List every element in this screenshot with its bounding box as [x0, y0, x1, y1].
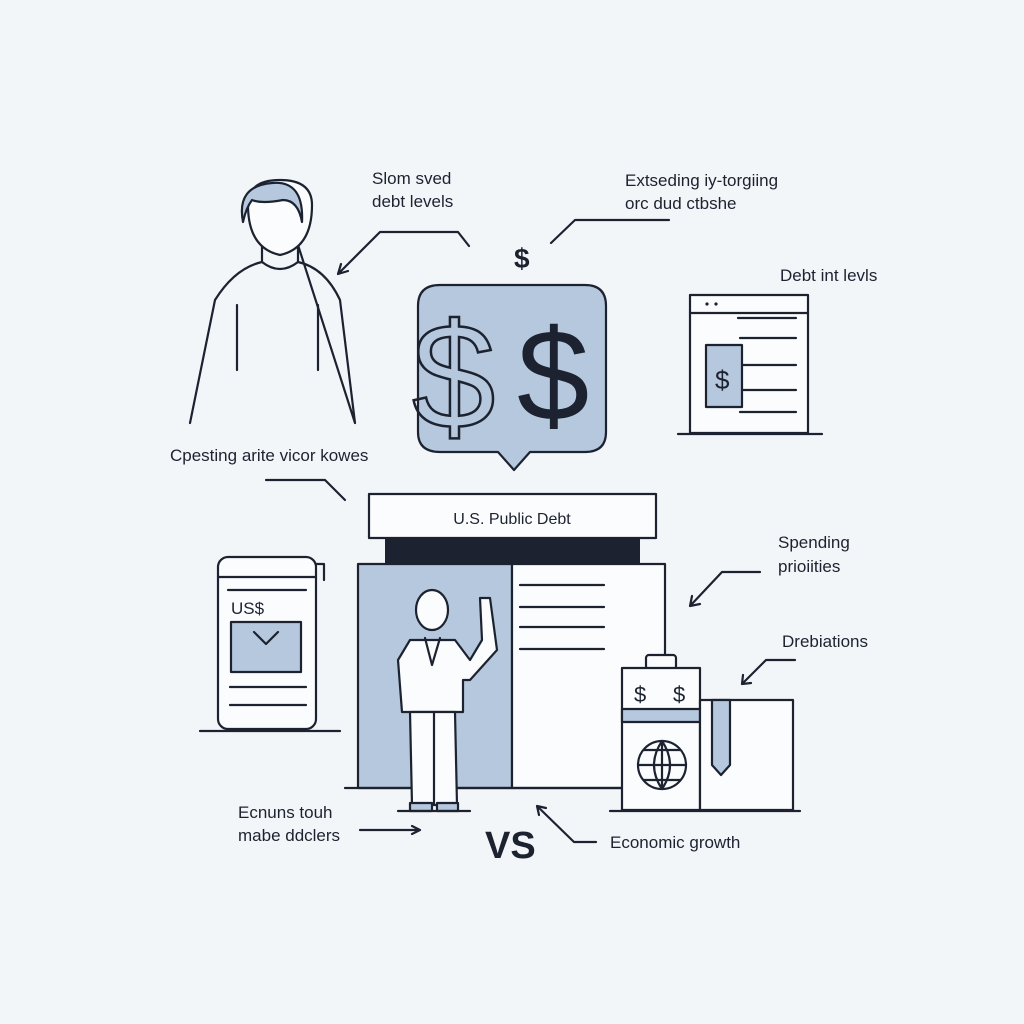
callout-line [549, 218, 671, 245]
dollar-speech-bubble: $ $ [411, 283, 608, 472]
label-top-center-1: Extseding iy-torgiing [625, 171, 778, 190]
callout-arrow [688, 570, 762, 608]
outlined-dollar-icon: $ [412, 292, 495, 460]
label-top-left-2: debt levels [372, 192, 453, 211]
person-icon [188, 178, 357, 425]
label-bottom-left-2: mabe ddclers [238, 826, 340, 845]
page-title: U.S. Public Debt [453, 511, 571, 528]
label-right-3: Drebiations [782, 632, 868, 651]
label-top-left-1: Slom sved [372, 169, 451, 188]
vs-label: VS [485, 825, 536, 867]
doc-dollar: $ [715, 365, 730, 395]
label-top-right: Debt int levls [780, 266, 877, 285]
phone-icon: US$ [198, 555, 342, 733]
briefcase-dollar: $ [634, 682, 646, 707]
arrow-right [358, 824, 422, 836]
label-middle-left: Cpesting arite vicor kowes [170, 446, 368, 465]
callout-arrow [740, 658, 797, 686]
callout-arrow [535, 804, 598, 844]
label-right-1: Spending [778, 533, 850, 552]
label-bottom-right: Economic growth [610, 833, 740, 852]
callout-line [264, 478, 347, 502]
label-right-2: prioiities [778, 557, 840, 576]
callout-arrow [336, 230, 471, 276]
document-icon: $ [676, 293, 824, 436]
phone-currency: US$ [231, 599, 265, 618]
dollar-icon: $ [514, 243, 530, 274]
label-bottom-left-1: Ecnuns touh [238, 803, 333, 822]
solid-dollar-icon: $ [517, 302, 589, 448]
label-top-center-2: orc dud ctbshe [625, 194, 737, 213]
public-debt-building: U.S. Public Debt [343, 492, 667, 790]
briefcase-globe-icon: $ $ [608, 653, 802, 813]
presenter-icon [396, 588, 499, 813]
briefcase-dollar: $ [673, 682, 685, 707]
